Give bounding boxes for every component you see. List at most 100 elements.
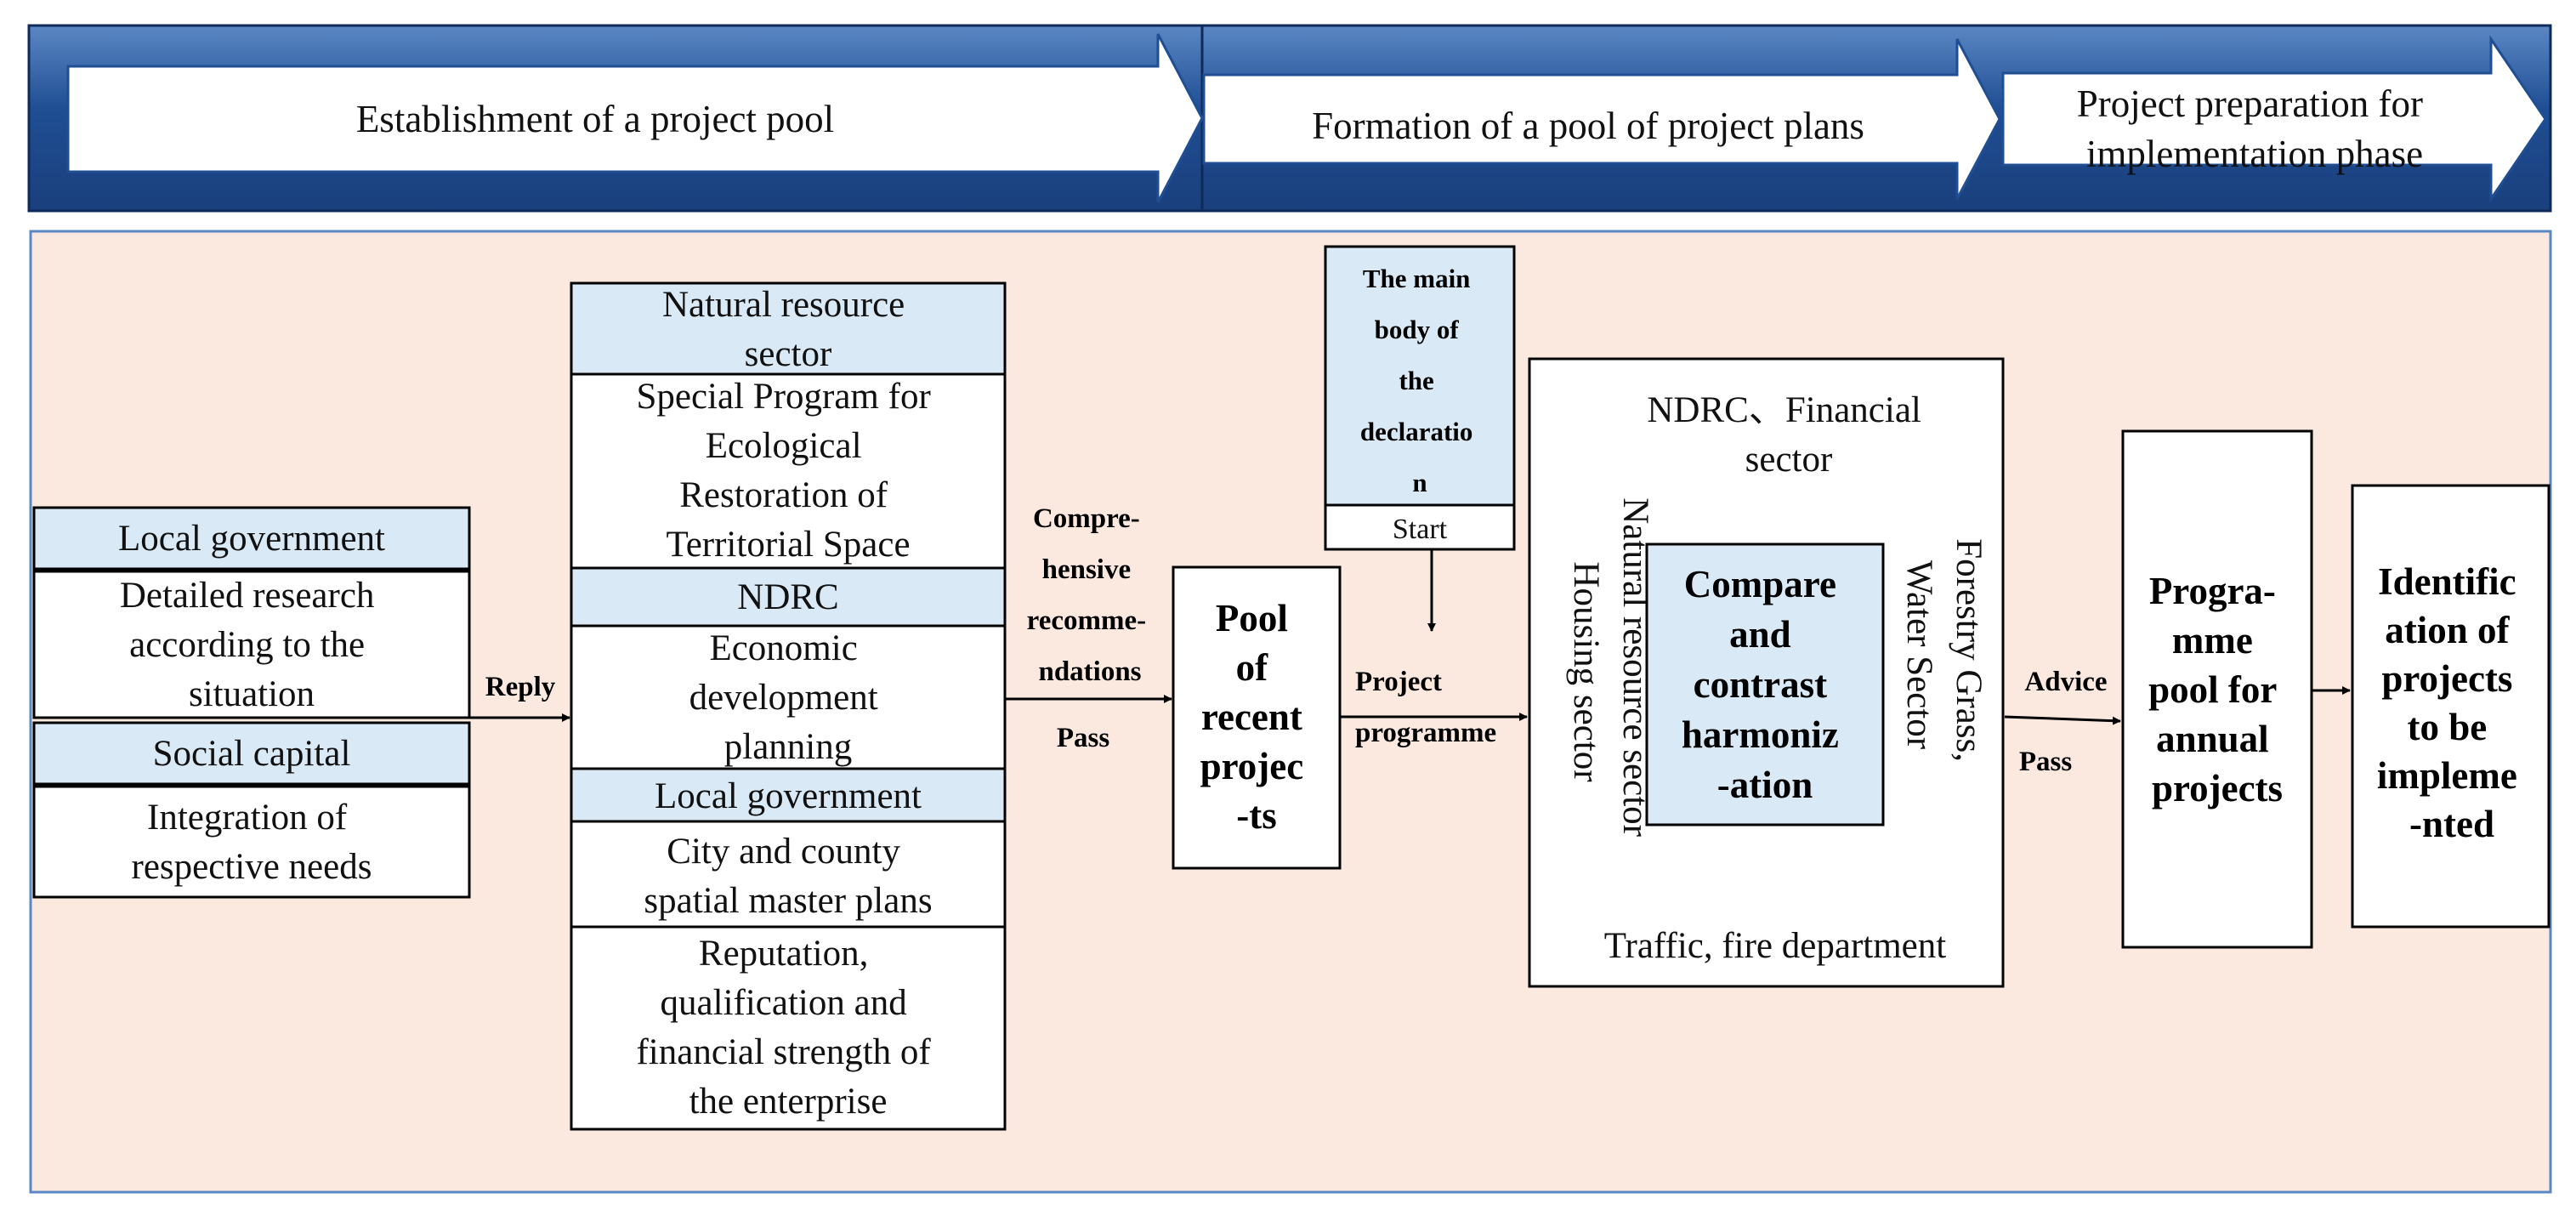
declaration-body-line-3: the [1399,366,1433,395]
social-capital-body-line-1: Integration of [147,798,348,838]
pool-recent-line-3: recent [1201,696,1302,738]
pool-recent-line-2: of [1236,646,1269,689]
natural-resource-body-line-2: Ecological [706,426,862,466]
annual-pool-label: Progra- mme pool for annual projects [2148,570,2286,809]
natural-resource-header: Natural resource sector [662,285,914,374]
edge-label-comprehensive-line-1: Compre- [1033,503,1140,534]
plans-local-government-header: Local government [655,776,922,816]
phase-label-1: Establishment of a project pool [356,98,834,140]
phase-arrow-2 [1202,38,2001,200]
identification-line-1: Identific [2378,560,2516,603]
ndrc-body-line-3: planning [724,727,852,767]
identification-line-5: impleme [2377,754,2517,797]
edge-label-reply: Reply [485,672,556,702]
local-government-body-line-2: according to the [129,625,365,665]
ndrc-financial-label: NDRC、Financial sector [1647,390,1930,480]
phase-label-3-line-1: Project preparation for [2077,82,2423,125]
compare-label: Compare and contrast harmoniz -ation [1682,563,1848,806]
edge-label-comprehensive-line-2: hensive [1042,554,1132,585]
ndrc-header-box [570,566,1007,628]
compare-line-3: contrast [1694,663,1827,706]
enterprise-body-line-3: financial strength of [636,1032,931,1072]
edge-label-project-programme-line-1: Project [1355,667,1442,697]
ndrc-financial-line-2: sector [1745,440,1833,480]
social-capital-body: Integration of respective needs [132,798,372,887]
local-government-body-line-1: Detailed research [120,576,375,616]
edge-label-project-programme: Project programme [1355,667,1496,748]
ndrc-header: NDRC [737,577,838,617]
natural-resource-body: Special Program for Ecological Restorati… [636,377,939,565]
declaration-body-line-4: declaratio [1360,417,1473,446]
identification-line-2: ation of [2385,609,2510,651]
annual-pool-line-5: projects [2152,767,2283,809]
social-capital-body-line-2: respective needs [132,847,372,887]
edge-label-advice: Advice [2024,667,2107,697]
pool-recent-line-4: projec [1200,745,1304,787]
annual-pool-box [2121,429,2313,949]
ndrc-body: Economic development planning [689,628,888,767]
pool-recent-box [1172,565,1342,870]
local-government-header-box [32,506,471,571]
natural-resource-body-box [570,372,1007,570]
annual-pool-line-1: Progra- [2149,570,2276,612]
phase-label-2: Formation of a pool of project plans [1312,105,1864,147]
plans-local-government-header-box [570,767,1007,823]
compare-line-2: and [1729,613,1791,656]
plans-local-government-body-box [570,820,1007,929]
ndrc-financial-line-1: NDRC、Financial [1647,390,1921,430]
edge-label-pass-1: Pass [1057,723,1110,753]
enterprise-body-line-4: the enterprise [689,1082,888,1122]
housing-sector-vertical: Housing sector [1566,561,1606,781]
edge-label-comprehensive: Compre- hensive recomme- ndations [1027,503,1154,687]
ndrc-body-line-1: Economic [709,628,857,668]
identification-box [2351,484,2550,929]
natural-resource-header-box [570,281,1007,376]
phase-arrow-1 [66,33,1204,203]
social-capital-header-box [32,721,471,786]
phase-label-3-line-2: implementation phase [2086,133,2423,175]
annual-pool-line-4: annual [2156,718,2269,760]
declaration-start-box [1324,503,1516,551]
enterprise-body-box [570,925,1007,1131]
declaration-body: The main body of the declaratio n [1360,264,1479,497]
natural-resource-body-line-4: Territorial Space [666,525,910,565]
pool-recent-line-5: -ts [1236,794,1276,837]
edge-label-project-programme-line-2: programme [1355,718,1496,748]
natural-resource-header-line-1: Natural resource [662,285,905,325]
pool-recent-line-1: Pool [1216,597,1288,639]
identification-line-6: -nted [2409,803,2494,845]
natural-resource-body-line-1: Special Program for [636,377,930,417]
enterprise-body-line-2: qualification and [661,983,907,1023]
natural-resource-header-line-2: sector [745,334,832,374]
enterprise-body: Reputation, qualification and financial … [636,934,939,1122]
phase-label-3: Project preparation for implementation p… [2077,82,2433,175]
plans-local-government-body-line-1: City and county [667,832,900,872]
social-capital-body-box [32,785,471,899]
traffic-fire-label: Traffic, fire department [1604,926,1946,966]
declaration-start: Start [1393,514,1448,545]
annual-pool-line-2: mme [2172,619,2253,662]
plans-local-government-body: City and county spatial master plans [644,832,932,921]
compare-line-5: -ation [1717,764,1813,806]
ndrc-body-box [570,624,1007,770]
edge-label-comprehensive-line-4: ndations [1038,656,1141,687]
ndrc-body-line-2: development [689,678,878,718]
identification-line-4: to be [2408,706,2488,748]
compare-box [1645,542,1885,827]
phase-arrow-3 [2001,35,2547,203]
declaration-body-line-1: The main [1363,264,1471,293]
identification-line-3: projects [2381,657,2512,700]
local-government-body-line-3: situation [189,674,315,714]
local-government-body: Detailed research according to the situa… [120,576,383,714]
water-sector-vertical: Water Sector [1899,560,1939,749]
arrow-to-annual-pool [2004,715,2121,725]
social-capital-header: Social capital [153,734,351,774]
plans-column: Natural resource sector Special Program … [570,281,1007,1131]
compare-line-1: Compare [1684,563,1836,605]
plans-local-government-body-line-2: spatial master plans [644,881,932,921]
identification-label: Identific ation of projects to be implem… [2377,560,2527,845]
edge-label-pass-2: Pass [2019,747,2073,777]
local-government-body-box [32,570,471,719]
pool-recent-label: Pool of recent projec -ts [1200,597,1314,837]
